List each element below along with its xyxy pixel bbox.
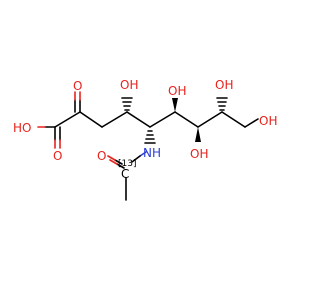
bond-c3-c4 xyxy=(101,111,128,128)
bond-c8-oh-hash xyxy=(216,97,228,111)
bond-c8-c9 xyxy=(221,111,246,128)
bond-c13-o-b xyxy=(116,163,125,169)
atom-c13: C xyxy=(121,167,129,181)
atom-nh: NH xyxy=(143,146,161,160)
atom-isotope-label: [13] xyxy=(118,159,136,169)
atom-oh-c4: OH xyxy=(120,78,138,92)
structure-diagram: HO O O OH OH OH OH OH NH O [13] C xyxy=(13,78,277,201)
bond-n-c13-n xyxy=(139,151,147,157)
molecule-canvas: HO O O OH OH OH OH OH NH O [13] C xyxy=(13,78,278,201)
atom-ho-acid: HO xyxy=(13,121,31,135)
bond-c4-c5 xyxy=(126,111,151,128)
atom-oh-c6: OH xyxy=(168,84,186,98)
bond-c13-o-b-o xyxy=(109,159,118,165)
bond-c6-oh-wedge xyxy=(172,98,178,112)
bond-c5-c6 xyxy=(149,111,176,128)
bond-c9-oh xyxy=(244,118,259,128)
atom-oh-c9: OH xyxy=(259,114,277,128)
bond-c6-c7 xyxy=(174,111,199,128)
bond-c13-o-a xyxy=(114,159,123,165)
atom-oh-c8: OH xyxy=(215,78,233,92)
bond-c1-c2 xyxy=(54,111,81,128)
atom-o-ketone: O xyxy=(73,79,82,93)
atom-oh-c7: OH xyxy=(190,147,208,161)
bond-c5-n-hash xyxy=(144,130,156,144)
atom-o-carbonyl-acid: O xyxy=(53,149,62,163)
bond-c13-o-a-o xyxy=(107,155,116,161)
bond-c7-oh-wedge xyxy=(195,127,201,142)
bond-c4-oh-hash xyxy=(121,97,133,111)
bond-c2-c3 xyxy=(79,111,103,128)
bond-n-c13 xyxy=(131,155,141,163)
bond-c7-c8 xyxy=(197,111,223,128)
atom-o-amide: O xyxy=(97,149,106,163)
